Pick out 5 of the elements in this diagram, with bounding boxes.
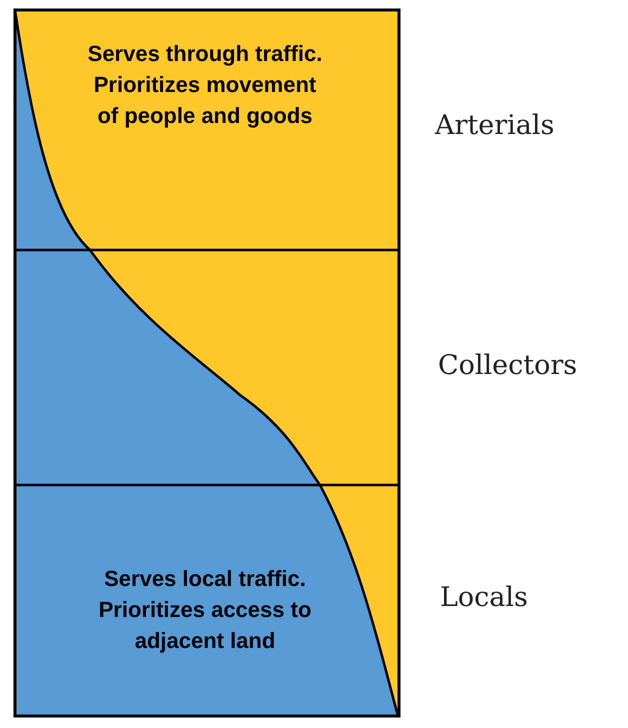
category-label: Locals [440,582,528,613]
description-text: Serves through traffic. Prioritizes movement of people and goods [86,40,324,130]
category-label: Arterials [435,110,554,141]
description-text: Serves local traffic. Prioritizes access to adjacent land [98,565,312,655]
category-label: Collectors [438,350,578,381]
